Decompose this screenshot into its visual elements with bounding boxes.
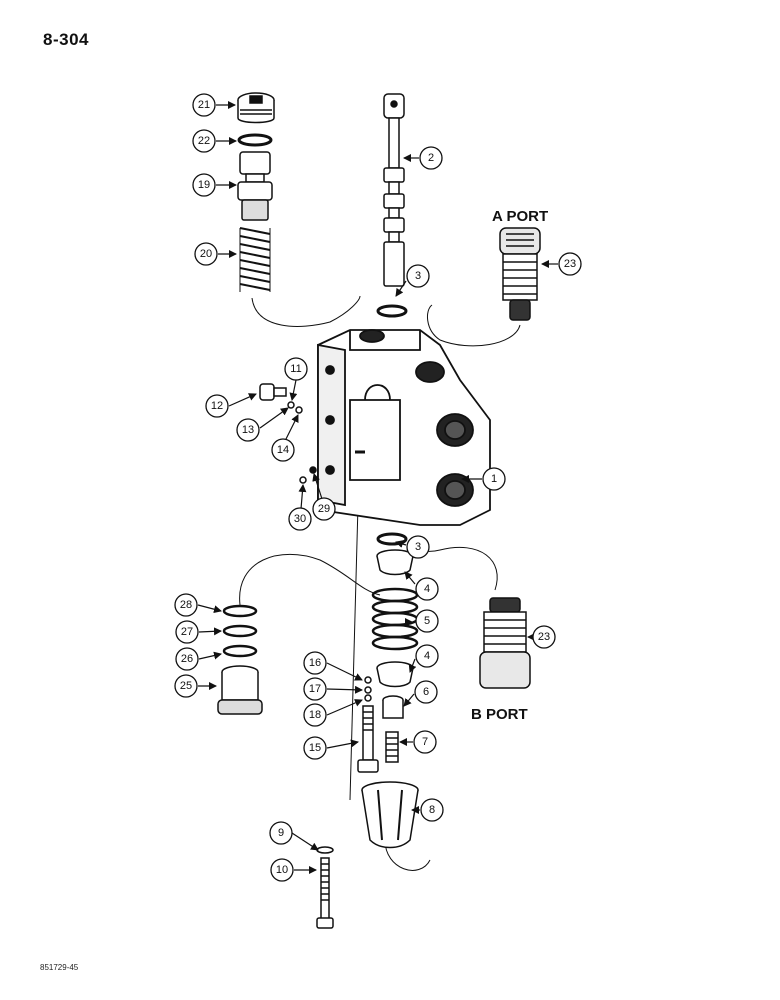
callout-8: 8 bbox=[420, 798, 444, 822]
spring-seat-4-top bbox=[376, 549, 414, 576]
svg-text:1: 1 bbox=[491, 473, 497, 485]
callout-26: 26 bbox=[175, 647, 199, 671]
svg-text:29: 29 bbox=[318, 503, 330, 515]
plug-12 bbox=[259, 383, 287, 401]
svg-text:4: 4 bbox=[424, 650, 430, 662]
callout-4-top: 4 bbox=[415, 577, 439, 601]
plug-25 bbox=[217, 665, 263, 715]
svg-text:28: 28 bbox=[180, 599, 192, 611]
svg-text:27: 27 bbox=[181, 626, 193, 638]
valve-body-1 bbox=[317, 329, 491, 526]
svg-text:19: 19 bbox=[198, 179, 210, 191]
callout-1: 1 bbox=[482, 467, 506, 491]
svg-text:17: 17 bbox=[309, 683, 321, 695]
callout-17: 17 bbox=[303, 677, 327, 701]
callout-15: 15 bbox=[303, 736, 327, 760]
callout-21: 21 bbox=[192, 93, 216, 117]
bolt-10 bbox=[316, 846, 334, 929]
svg-text:3: 3 bbox=[415, 541, 421, 553]
svg-text:23: 23 bbox=[564, 258, 576, 270]
svg-text:23: 23 bbox=[538, 631, 550, 643]
callout-22: 22 bbox=[192, 129, 216, 153]
page-number: 8-304 bbox=[43, 30, 89, 49]
svg-text:20: 20 bbox=[200, 248, 212, 260]
poppet-19 bbox=[237, 151, 273, 221]
spool-2 bbox=[383, 93, 405, 287]
callout-3-top: 3 bbox=[406, 264, 430, 288]
callout-30: 30 bbox=[288, 507, 312, 531]
o-ring-22 bbox=[237, 133, 273, 147]
bushing-6 bbox=[382, 695, 404, 719]
cap-8 bbox=[361, 781, 419, 849]
svg-text:13: 13 bbox=[242, 424, 254, 436]
parts-29-30 bbox=[299, 466, 317, 484]
svg-text:12: 12 bbox=[211, 400, 223, 412]
callout-3-bottom: 3 bbox=[406, 535, 430, 559]
svg-text:15: 15 bbox=[309, 742, 321, 754]
callout-29: 29 bbox=[312, 497, 336, 521]
svg-text:6: 6 bbox=[423, 686, 429, 698]
svg-text:10: 10 bbox=[276, 864, 288, 876]
callout-18: 18 bbox=[303, 703, 327, 727]
rings-26-27-28 bbox=[222, 604, 258, 658]
callout-27: 27 bbox=[175, 620, 199, 644]
svg-text:8: 8 bbox=[429, 804, 435, 816]
callout-4-bottom: 4 bbox=[415, 644, 439, 668]
svg-text:11: 11 bbox=[290, 363, 301, 375]
svg-text:2: 2 bbox=[428, 152, 434, 164]
svg-text:5: 5 bbox=[424, 615, 430, 627]
screw-7 bbox=[385, 731, 399, 763]
callout-19: 19 bbox=[192, 173, 216, 197]
callout-20: 20 bbox=[194, 242, 218, 266]
svg-text:21: 21 bbox=[198, 99, 210, 111]
svg-text:18: 18 bbox=[309, 709, 321, 721]
callout-12: 12 bbox=[205, 394, 229, 418]
callout-2: 2 bbox=[419, 146, 443, 170]
svg-text:22: 22 bbox=[198, 135, 210, 147]
callout-11: 11 bbox=[284, 357, 308, 381]
relief-valve-23-b bbox=[479, 597, 531, 689]
spring-5 bbox=[371, 587, 419, 651]
o-ring-3-top bbox=[376, 304, 408, 318]
connector-lines bbox=[239, 295, 521, 871]
svg-text:7: 7 bbox=[422, 736, 428, 748]
figure-code: 851729-45 bbox=[40, 963, 79, 972]
spring-seat-4-bottom bbox=[376, 661, 414, 688]
callout-10: 10 bbox=[270, 858, 294, 882]
callout-16: 16 bbox=[303, 651, 327, 675]
spring-20 bbox=[239, 227, 271, 292]
svg-text:25: 25 bbox=[180, 680, 192, 692]
callout-9: 9 bbox=[269, 821, 293, 845]
svg-text:26: 26 bbox=[181, 653, 193, 665]
callout-6: 6 bbox=[414, 680, 438, 704]
callout-14: 14 bbox=[271, 438, 295, 462]
relief-valve-23-a bbox=[499, 227, 541, 321]
b-port-label: B PORT bbox=[471, 706, 528, 723]
svg-text:3: 3 bbox=[415, 270, 421, 282]
o-ring-3-bottom bbox=[376, 532, 408, 546]
callout-13: 13 bbox=[236, 418, 260, 442]
svg-text:16: 16 bbox=[309, 657, 321, 669]
callout-28: 28 bbox=[174, 593, 198, 617]
callout-25: 25 bbox=[174, 674, 198, 698]
callout-7: 7 bbox=[413, 730, 437, 754]
callout-5: 5 bbox=[415, 609, 439, 633]
plug-21 bbox=[237, 92, 275, 124]
callouts bbox=[197, 101, 558, 874]
callout-circles: 1 2 3 3 4 4 5 6 7 8 9 10 11 12 13 14 15 … bbox=[174, 93, 582, 882]
svg-text:4: 4 bbox=[424, 583, 430, 595]
seal-11-13-14 bbox=[287, 401, 303, 414]
svg-text:9: 9 bbox=[278, 827, 284, 839]
callout-23-top: 23 bbox=[558, 252, 582, 276]
svg-text:30: 30 bbox=[294, 513, 306, 525]
svg-text:14: 14 bbox=[277, 444, 289, 456]
a-port-label: A PORT bbox=[492, 208, 549, 225]
callout-23-bottom: 23 bbox=[532, 625, 556, 649]
bolt-15 bbox=[357, 676, 379, 773]
